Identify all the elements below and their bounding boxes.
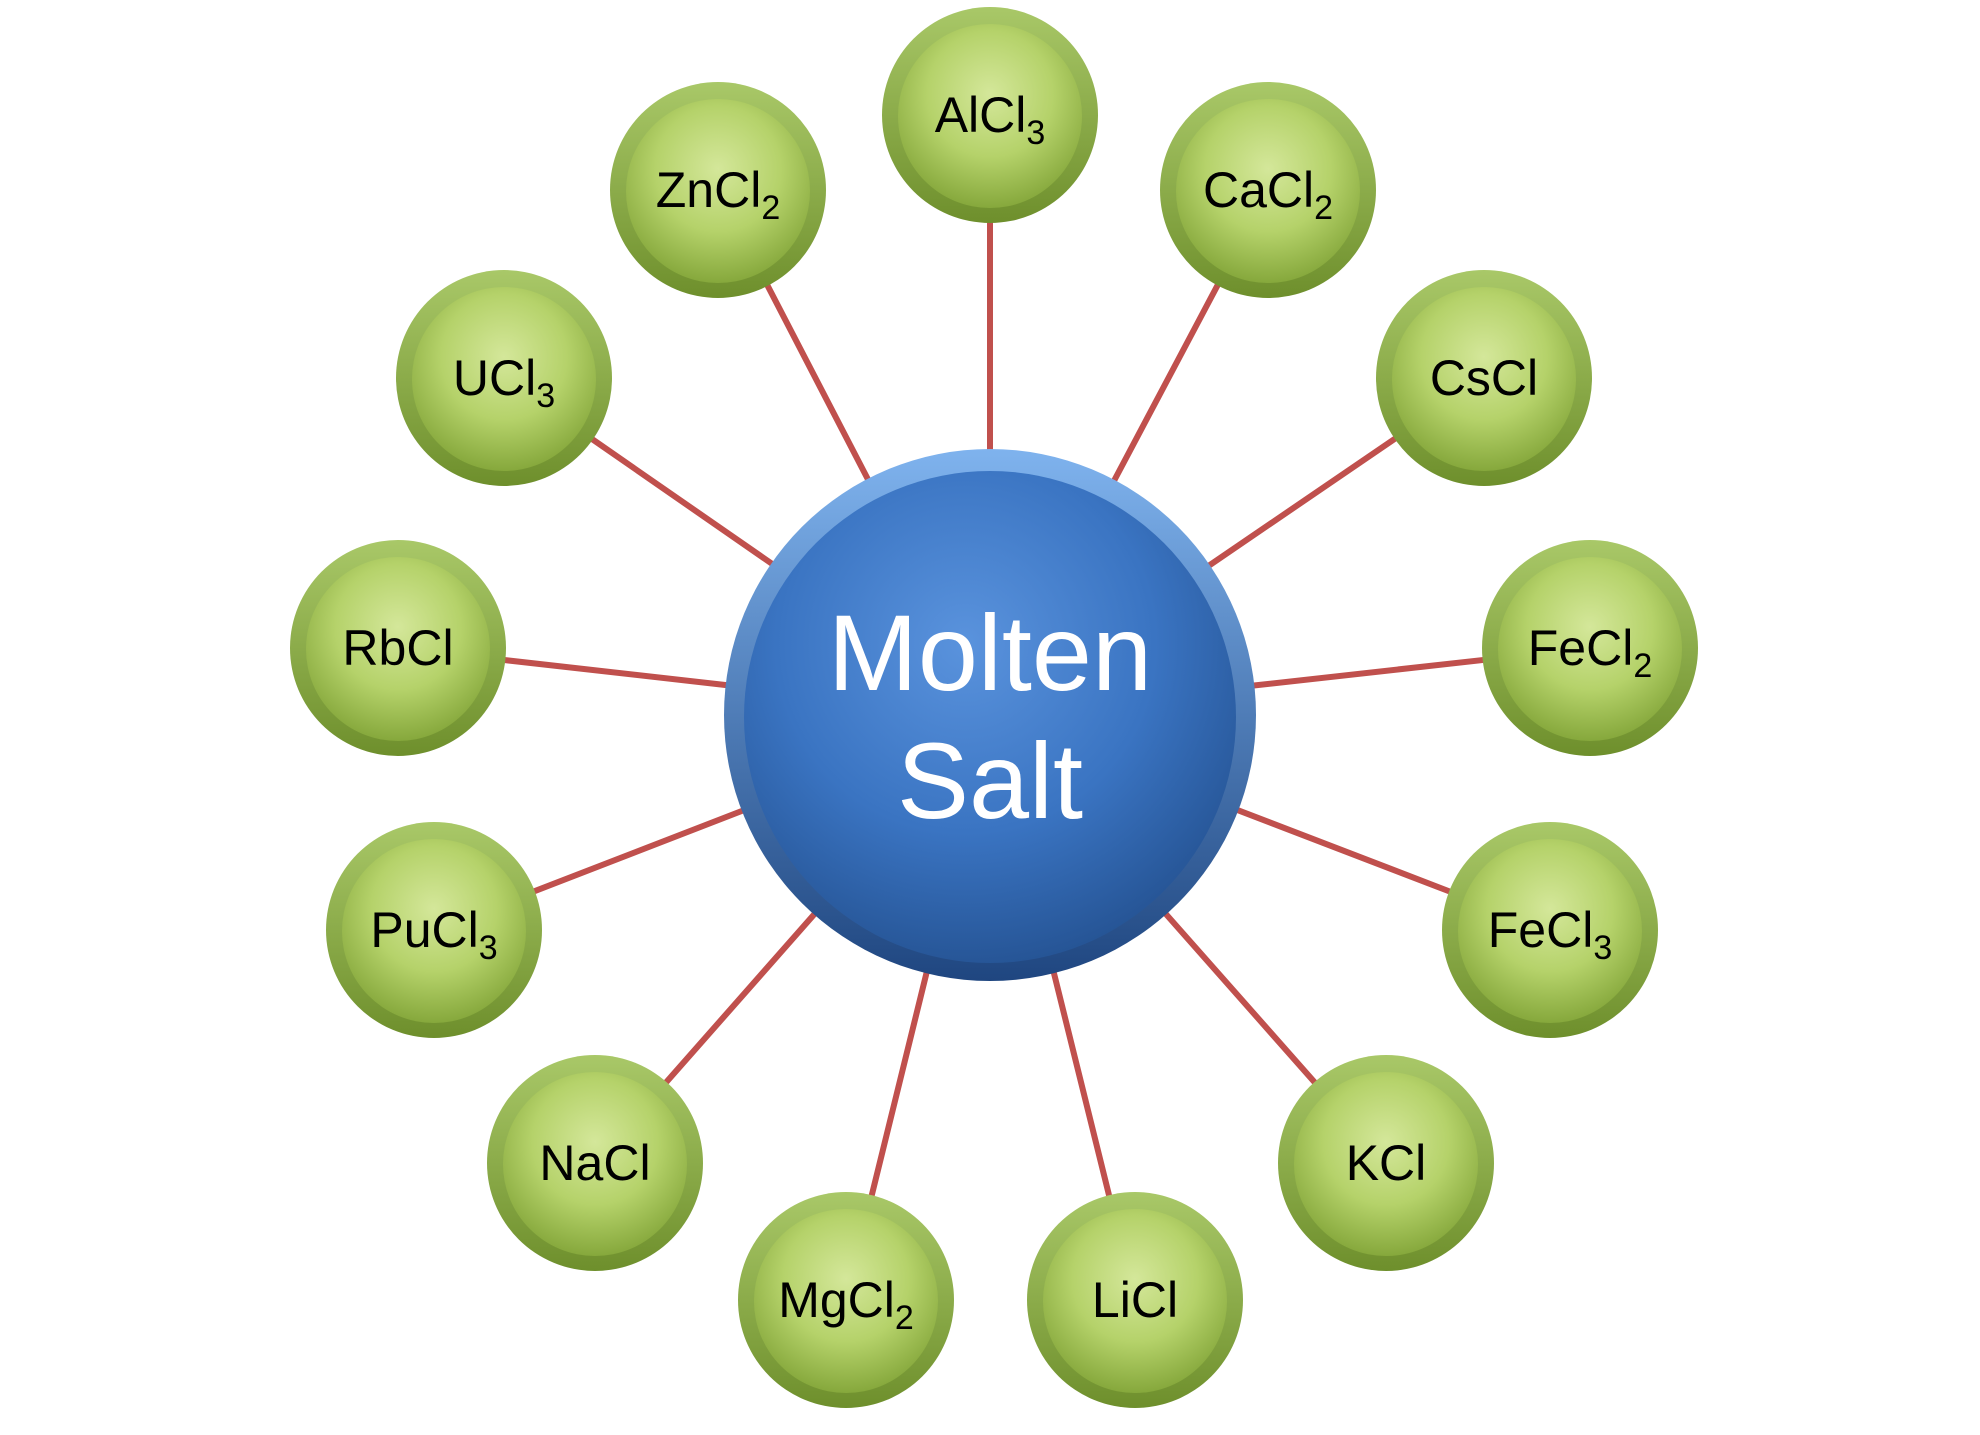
- node-face: [626, 99, 810, 283]
- formula-subscript: 3: [1593, 929, 1612, 967]
- salt-node: UCl3: [396, 270, 612, 486]
- node-face: [1458, 839, 1642, 1023]
- formula-subscript: 2: [761, 189, 780, 227]
- formula-subscript: 2: [895, 1299, 914, 1337]
- salt-node: FeCl3: [1442, 822, 1658, 1038]
- formula-base: KCl: [1346, 1135, 1427, 1191]
- salt-node: CsCl: [1376, 270, 1592, 486]
- formula-base: FeCl: [1528, 620, 1634, 676]
- node-face: [1176, 99, 1360, 283]
- formula-subscript: 2: [1633, 647, 1652, 685]
- salt-node: ZnCl2: [610, 82, 826, 298]
- salt-node: FeCl2: [1482, 540, 1698, 756]
- center-label-line2: Salt: [897, 720, 1083, 841]
- node-label: UCl3: [453, 350, 555, 415]
- center-hub: Molten Salt: [724, 449, 1256, 981]
- connector-line: [763, 281, 873, 486]
- formula-base: MgCl: [778, 1272, 895, 1328]
- nodes: AlCl3CaCl2CsClFeCl2FeCl3KClLiClMgCl2NaCl…: [290, 7, 1698, 1408]
- formula-subscript: 3: [536, 377, 555, 415]
- node-face: [754, 1209, 938, 1393]
- node-label: PuCl3: [370, 902, 497, 967]
- formula-base: FeCl: [1488, 902, 1594, 958]
- node-face: [1043, 1209, 1227, 1393]
- salt-node: NaCl: [487, 1055, 703, 1271]
- connector-line: [500, 656, 733, 689]
- connector-line: [1050, 966, 1113, 1201]
- node-label: LiCl: [1092, 1272, 1178, 1328]
- salt-node: KCl: [1278, 1055, 1494, 1271]
- node-label: CaCl2: [1203, 162, 1333, 227]
- formula-base: AlCl: [935, 87, 1027, 143]
- connector-line: [1109, 280, 1222, 487]
- node-label: NaCl: [539, 1135, 650, 1191]
- formula-base: CsCl: [1430, 350, 1538, 406]
- salt-node: AlCl3: [882, 7, 1098, 223]
- connector-line: [588, 435, 778, 569]
- node-label: CsCl: [1430, 350, 1538, 406]
- node-label: ZnCl2: [656, 162, 781, 227]
- node-face: [503, 1072, 687, 1256]
- salt-node: CaCl2: [1160, 82, 1376, 298]
- salt-node: LiCl: [1027, 1192, 1243, 1408]
- formula-subscript: 3: [1026, 114, 1045, 152]
- connector-line: [529, 806, 749, 895]
- node-face: [412, 287, 596, 471]
- node-label: RbCl: [342, 620, 453, 676]
- node-label: KCl: [1346, 1135, 1427, 1191]
- formula-base: LiCl: [1092, 1272, 1178, 1328]
- connector-line: [1203, 434, 1400, 571]
- node-face: [898, 24, 1082, 208]
- node-face: [1392, 287, 1576, 471]
- formula-base: RbCl: [342, 620, 453, 676]
- node-label: FeCl2: [1528, 620, 1653, 685]
- node-face: [306, 557, 490, 741]
- salt-node: MgCl2: [738, 1192, 954, 1408]
- formula-base: NaCl: [539, 1135, 650, 1191]
- center-label-line1: Molten: [828, 592, 1152, 713]
- connector-line: [1247, 656, 1488, 689]
- connector-line: [1231, 805, 1454, 895]
- connector-line: [662, 908, 820, 1087]
- formula-base: CaCl: [1203, 162, 1314, 218]
- node-label: MgCl2: [778, 1272, 914, 1337]
- connectors: [500, 218, 1488, 1201]
- node-label: FeCl3: [1488, 902, 1613, 967]
- node-face: [342, 839, 526, 1023]
- salt-node: RbCl: [290, 540, 506, 756]
- formula-base: PuCl: [370, 902, 478, 958]
- formula-subscript: 2: [1314, 189, 1333, 227]
- formula-subscript: 3: [479, 929, 498, 967]
- salt-node: PuCl3: [326, 822, 542, 1038]
- connector-line: [1160, 908, 1319, 1087]
- node-face: [1498, 557, 1682, 741]
- node-label: AlCl3: [935, 87, 1046, 152]
- formula-base: UCl: [453, 350, 536, 406]
- connector-line: [868, 966, 931, 1201]
- node-face: [1294, 1072, 1478, 1256]
- formula-base: ZnCl: [656, 162, 762, 218]
